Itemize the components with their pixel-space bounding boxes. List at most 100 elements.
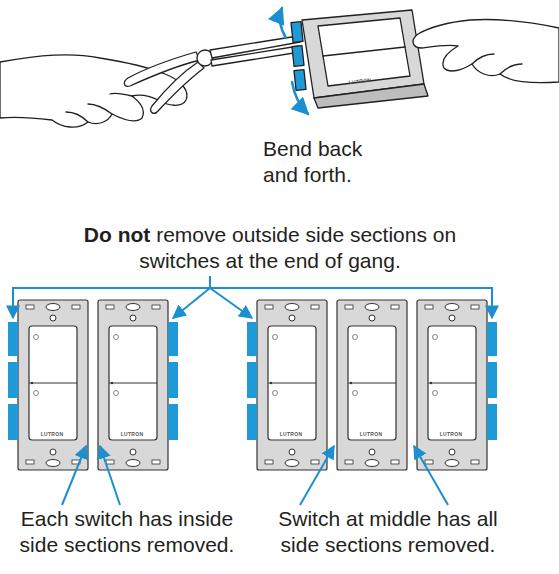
switch-strap (18, 300, 88, 470)
warning-note: Do not remove outside side sections on s… (45, 222, 495, 274)
switch (98, 300, 178, 470)
strap-slot (345, 460, 353, 464)
rocker-divider (348, 383, 396, 384)
leader-line (209, 276, 211, 288)
pliers-handle (151, 62, 204, 113)
strap-slot (26, 305, 34, 309)
side-section (487, 322, 497, 356)
mounting-slot (445, 460, 459, 467)
screw-hole (50, 449, 56, 455)
leader-line (300, 446, 334, 505)
brand-mark: LUTRON (351, 431, 391, 437)
right-hand (413, 19, 559, 82)
note-text: remove outside side sections on switches… (139, 223, 456, 272)
light-icon (353, 391, 358, 396)
bending-illustration (0, 8, 559, 127)
light-icon (433, 335, 438, 340)
mounting-slot (126, 304, 140, 311)
leader-line (62, 446, 86, 505)
light-icon (273, 335, 278, 340)
light-icon (34, 335, 39, 340)
brand-mark: LUTRON (271, 431, 311, 437)
leader-line (13, 288, 210, 318)
status-led (430, 382, 432, 384)
leader-line (414, 446, 448, 505)
side-section (247, 322, 257, 356)
switch-gangs (8, 300, 497, 470)
finger-line (472, 54, 522, 74)
strap-slot (265, 305, 273, 309)
mounting-slot (46, 460, 60, 467)
side-section (292, 46, 304, 67)
light-icon (433, 391, 438, 396)
status-led (350, 382, 352, 384)
mounting-slot (126, 460, 140, 467)
switch-face (428, 326, 476, 440)
side-section (247, 362, 257, 398)
mounting-slot (365, 460, 379, 467)
side-section (8, 322, 18, 356)
leader-line (210, 288, 252, 318)
screw-hole (449, 449, 455, 455)
strap-slot (106, 305, 114, 309)
mounting-slot (285, 460, 299, 467)
switch-face (348, 326, 396, 440)
strap-slot (311, 460, 319, 464)
screw-hole (130, 449, 136, 455)
switch-strap (337, 300, 407, 470)
light-icon (273, 391, 278, 396)
switch (247, 300, 327, 470)
light-icon (34, 391, 39, 396)
switch-strap (417, 300, 487, 470)
rocker-divider (323, 47, 405, 56)
side-section (8, 362, 18, 398)
light-icon (114, 335, 119, 340)
rocker-divider (428, 383, 476, 384)
switch-back (314, 84, 428, 108)
side-section (8, 404, 18, 440)
status-led (111, 382, 113, 384)
emphasis-text: Do not (84, 223, 150, 246)
switch (337, 300, 407, 470)
mounting-slot (445, 304, 459, 311)
rocker-divider (29, 383, 77, 384)
screw-hole (369, 315, 375, 321)
strap-slot (106, 460, 114, 464)
pliers-jaw (211, 46, 300, 66)
leader-line (173, 288, 210, 318)
switch (8, 300, 88, 470)
screw-hole (449, 315, 455, 321)
finger-line (66, 93, 132, 122)
switch-face (109, 326, 157, 440)
screw-hole (130, 315, 136, 321)
status-led (31, 382, 33, 384)
switch (417, 300, 497, 470)
switch-strap (257, 300, 327, 470)
rocker-divider (268, 383, 316, 384)
strap-slot (391, 305, 399, 309)
switch-face (318, 18, 410, 86)
strap-slot (265, 460, 273, 464)
screw-hole (50, 315, 56, 321)
strap-slot (26, 460, 34, 464)
motion-arrow (280, 8, 286, 38)
switch-face (29, 326, 77, 440)
strap-slot (311, 305, 319, 309)
strap-slot (425, 460, 433, 464)
screw-hole (289, 449, 295, 455)
mounting-slot (46, 304, 60, 311)
motion-arrow (292, 82, 308, 114)
side-section (487, 404, 497, 440)
brand-mark: LUTRON (112, 431, 152, 437)
callout-text: Each switch has inside side sections rem… (0, 506, 254, 558)
light-icon (353, 335, 358, 340)
leader-line (210, 288, 492, 318)
mounting-slot (285, 304, 299, 311)
callout-text: Switch at middle has all side sections r… (262, 506, 514, 558)
side-section (168, 322, 178, 356)
strap-slot (471, 305, 479, 309)
leader-lines (13, 276, 492, 505)
brand-mark: LUTRON (32, 431, 72, 437)
strap-slot (152, 305, 160, 309)
